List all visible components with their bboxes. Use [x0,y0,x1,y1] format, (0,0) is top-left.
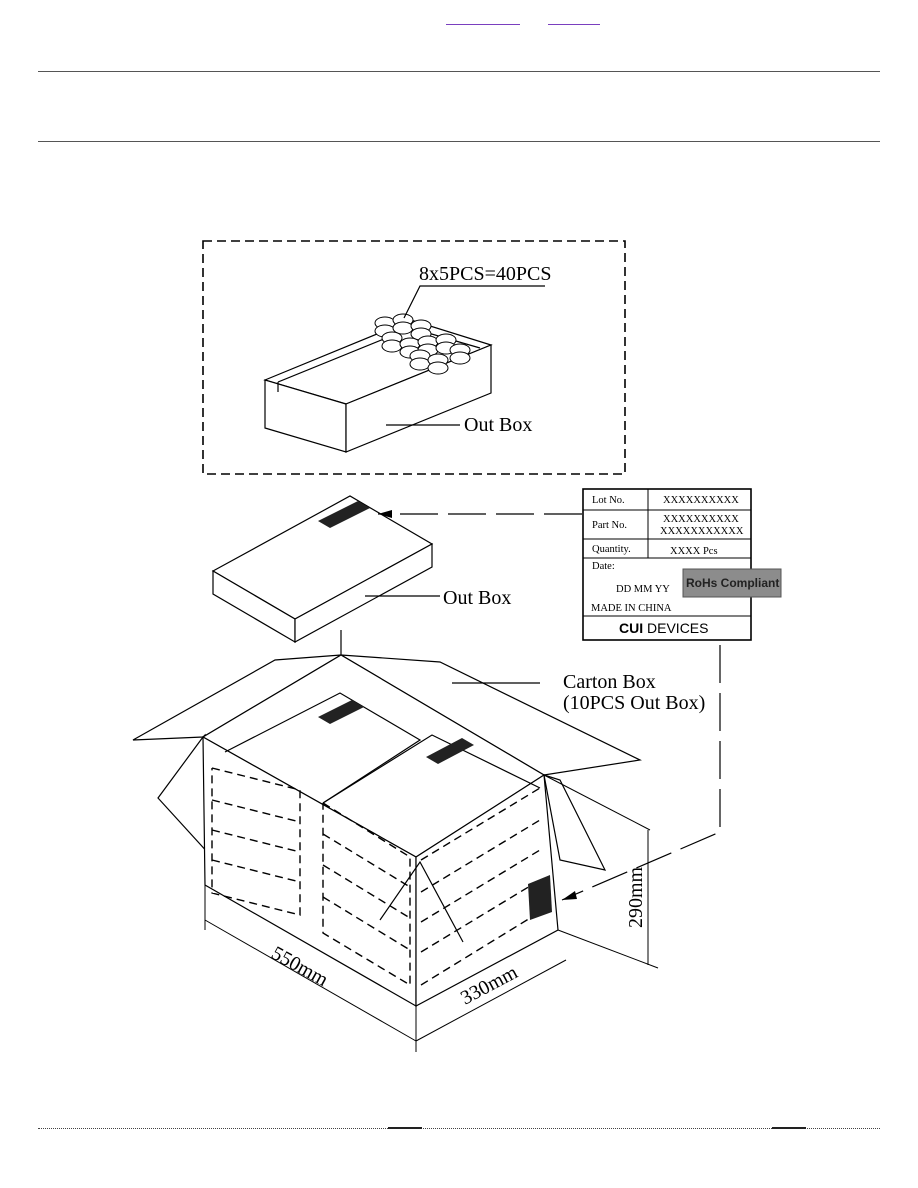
footer-rule [38,1128,880,1129]
label-date-val: DD MM YY [616,584,670,595]
inset-quantity-label: 8x5PCS=40PCS [419,263,551,285]
carton-box [132,654,642,1008]
label-lot-val: XXXXXXXXXX [663,495,739,506]
label-origin: MADE IN CHINA [591,603,672,614]
label-part-key: Part No. [592,520,627,531]
carton-sticker-leader [561,645,721,901]
carton-stickers [318,700,552,920]
label-part-val1: XXXXXXXXXX [663,514,739,525]
label-rohs-badge: RoHs Compliant [686,576,779,590]
label-brand: CUI DEVICES [619,620,708,636]
label-lot-key: Lot No. [592,495,625,506]
inset-out-box-label: Out Box [464,414,532,436]
inset-frame [202,240,626,475]
label-qty-key: Quantity. [592,544,631,555]
inset-parts [374,313,471,375]
header-rule-bottom [38,141,880,142]
carton-label-line2: (10PCS Out Box) [563,692,705,714]
label-part-val2: XXXXXXXXXXX [660,526,744,537]
dimension-lines [204,774,659,1052]
inset-qty-leader [403,285,545,319]
inset-tray [263,319,493,453]
footer-mark-1 [388,1127,422,1129]
out-box-label-sticker [318,501,370,528]
out-box [211,495,434,644]
dimension-height: 290mm [625,866,647,928]
out-box-label: Out Box [443,587,511,609]
product-label-card [582,488,782,641]
header-link-1[interactable] [446,24,520,25]
header-link-2[interactable] [548,24,600,25]
header-rule-top [38,71,880,72]
carton-label-line1: Carton Box [563,671,656,693]
label-date-key: Date: [592,561,615,572]
label-qty-val: XXXX Pcs [670,546,718,557]
footer-mark-2 [772,1127,806,1129]
